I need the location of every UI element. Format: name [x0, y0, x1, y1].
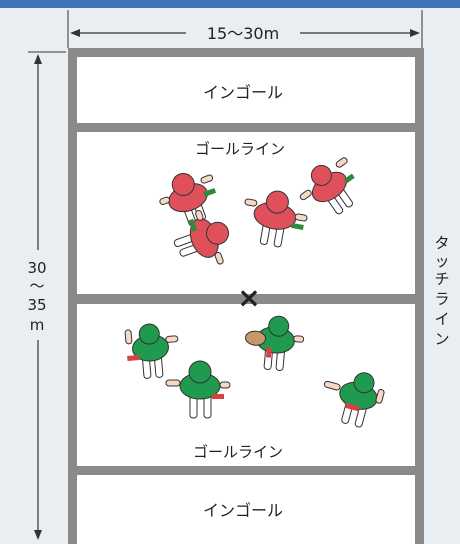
width-dimension: 15〜30m	[67, 10, 423, 48]
in-goal-label-bottom: インゴール	[203, 501, 283, 520]
width-arrowhead-right	[410, 29, 420, 37]
touch-line-char-4: ラ	[434, 290, 449, 308]
green-team	[124, 315, 385, 428]
header-accent-bar	[0, 0, 460, 8]
red-player-1	[159, 172, 217, 227]
green-player-2	[165, 360, 231, 419]
length-dimension: 30 〜 35 m	[27, 51, 66, 540]
touch-line-label: タ ッ チ ラ イ ン	[434, 234, 449, 348]
green-player-1	[124, 323, 179, 379]
green-player-3	[245, 315, 305, 371]
goal-line-label-top: ゴールライン	[195, 140, 285, 158]
field: インゴール ゴールライン ゴールライン インゴール ×	[68, 48, 424, 544]
touch-line-char-3: チ	[434, 270, 449, 288]
length-label-wave: 〜	[29, 277, 44, 295]
touch-line-char-6: ン	[434, 330, 449, 348]
length-arrowhead-top	[34, 54, 42, 64]
red-player-4	[299, 157, 355, 215]
touch-line-char-2: ッ	[434, 252, 449, 270]
length-label-30: 30	[27, 259, 46, 277]
red-player-2	[173, 210, 230, 265]
width-label: 15〜30m	[207, 24, 279, 43]
in-goal-top-area	[77, 57, 415, 123]
goal-line-label-bottom: ゴールライン	[193, 443, 283, 461]
half-top-area	[77, 132, 415, 294]
width-arrowhead-left	[70, 29, 80, 37]
touch-line-char-5: イ	[434, 310, 449, 328]
in-goal-bottom-area	[77, 475, 415, 544]
length-label-35: 35	[27, 296, 46, 314]
in-goal-label-top: インゴール	[203, 83, 283, 102]
red-player-3	[244, 190, 308, 248]
length-label-m: m	[30, 316, 45, 334]
green-player-4	[323, 372, 385, 428]
red-team	[159, 157, 355, 265]
center-mark: ×	[237, 281, 260, 314]
rugby-ball	[245, 330, 267, 346]
touch-line-char-1: タ	[434, 234, 449, 252]
length-arrowhead-bottom	[34, 530, 42, 540]
